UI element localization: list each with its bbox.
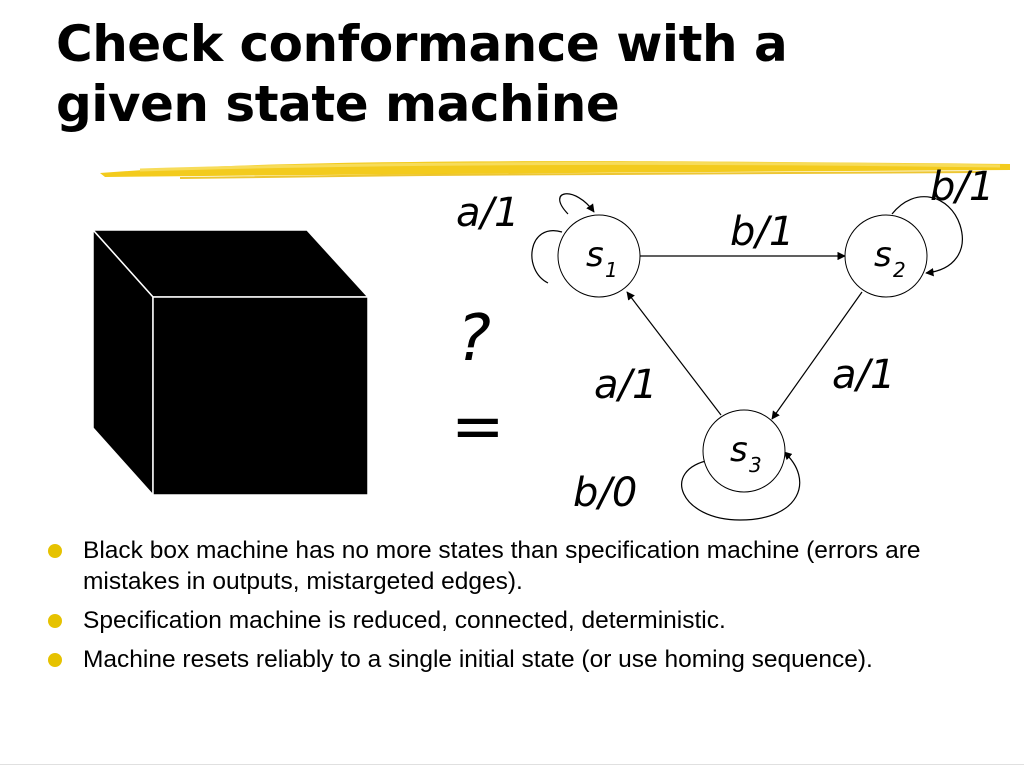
slide-title: Check conformance with a given state mac…	[56, 14, 788, 134]
black-box-cube	[91, 228, 370, 497]
bullet-item: Black box machine has no more states tha…	[48, 535, 948, 597]
label-s1-loop: a/1	[456, 190, 519, 236]
loop-s3	[681, 451, 801, 521]
question-mark: ?	[457, 302, 491, 376]
loop-s1-arrow	[559, 193, 595, 215]
bullet-text: Machine resets reliably to a single init…	[83, 646, 873, 673]
bullet-text: Black box machine has no more states tha…	[83, 537, 921, 595]
edge-s3-s1	[626, 291, 722, 416]
label-s3-loop: b/0	[573, 470, 637, 516]
state-s1-subscript: 1	[605, 258, 618, 282]
state-s2: s 2	[844, 214, 928, 298]
label-s1-s2: b/1	[730, 209, 794, 255]
slide-title-line-1: Check conformance with a	[56, 15, 788, 73]
label-s2-s3: a/1	[832, 352, 895, 398]
state-s3-subscript: 3	[749, 453, 762, 477]
equals-sign: =	[451, 390, 505, 464]
state-s3: s 3	[702, 409, 786, 493]
bullet-item: Machine resets reliably to a single init…	[48, 644, 948, 675]
loop-s2	[891, 196, 963, 277]
bullet-dot-icon	[48, 544, 62, 558]
bullet-dot-icon	[48, 653, 62, 667]
state-machine-diagram: ? = s 1 s 2 s 3 a/1 b/1 b/1 a/1 a/1 b/0	[91, 164, 994, 521]
bullet-text: Specification machine is reduced, connec…	[83, 607, 726, 634]
edge-s2-s3	[771, 291, 863, 420]
state-s2-subscript: 2	[893, 258, 906, 282]
bullet-list: Black box machine has no more states tha…	[48, 535, 948, 683]
title-highlight-stroke	[100, 161, 1010, 179]
state-s2-letter: s	[874, 235, 892, 275]
bullet-dot-icon	[48, 614, 62, 628]
state-s1-letter: s	[586, 235, 604, 275]
bullet-item: Specification machine is reduced, connec…	[48, 605, 948, 636]
state-s3-letter: s	[730, 430, 748, 470]
label-s3-s1: a/1	[594, 362, 657, 408]
label-s2-loop: b/1	[930, 164, 994, 210]
state-s1: s 1	[557, 214, 641, 298]
slide-bottom-divider	[0, 764, 1024, 765]
slide-title-line-2: given state machine	[56, 75, 620, 133]
loop-s1	[531, 230, 563, 284]
